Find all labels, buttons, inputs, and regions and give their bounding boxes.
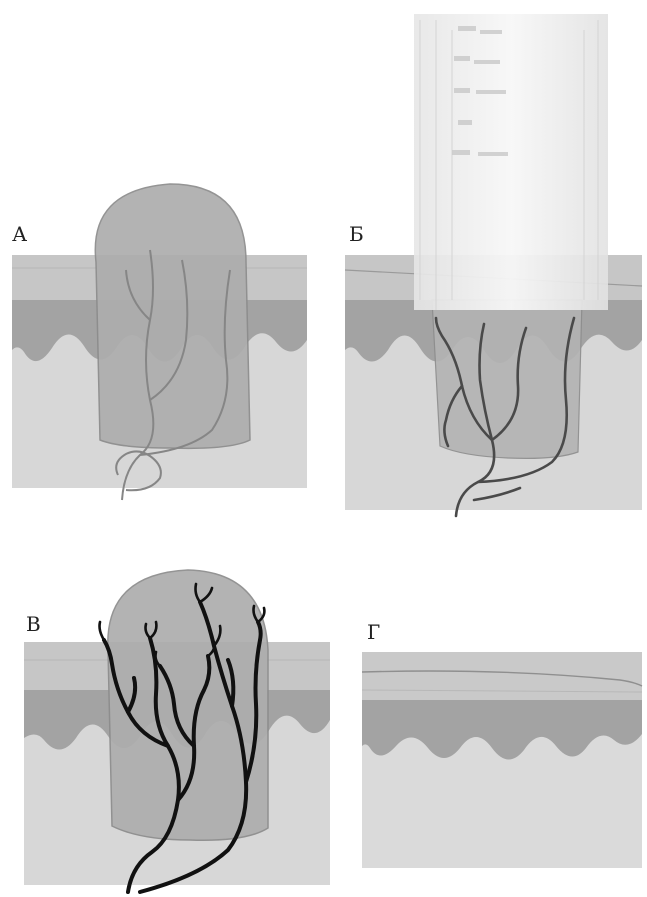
panel-b-illustration bbox=[345, 14, 642, 516]
panel-label-c: В bbox=[26, 614, 41, 634]
panel-d-epidermis bbox=[362, 652, 642, 700]
panel-b-nodule bbox=[432, 300, 582, 458]
panel-a-illustration bbox=[12, 184, 307, 500]
panel-d-illustration bbox=[362, 652, 642, 868]
panel-b-laser-beam bbox=[414, 14, 608, 310]
panel-label-b: Б bbox=[349, 224, 364, 244]
panel-c-illustration bbox=[24, 570, 330, 892]
panel-label-a: А bbox=[12, 224, 27, 244]
panel-a-nodule bbox=[95, 184, 250, 448]
panel-label-d: Г bbox=[367, 622, 380, 642]
